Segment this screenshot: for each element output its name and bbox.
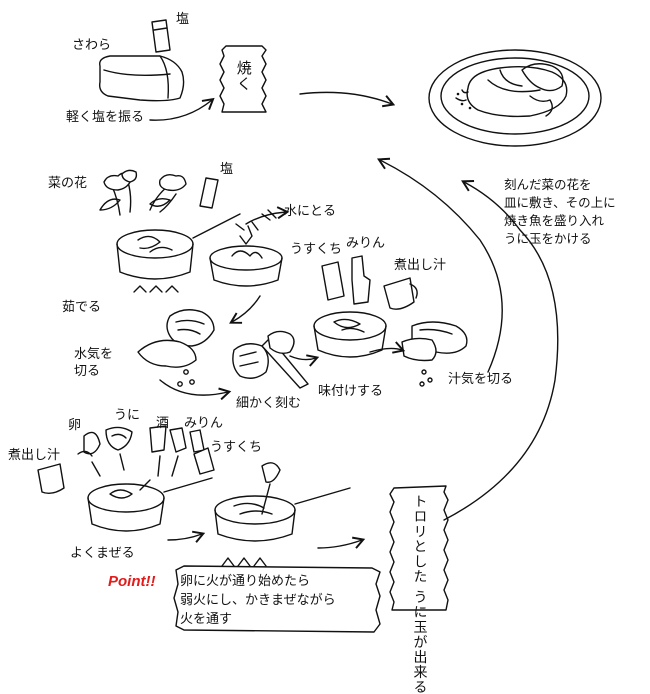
water-bowl-icon (209, 209, 283, 287)
label-salt-1: 塩 (176, 12, 190, 27)
egg-icon (77, 431, 101, 457)
label-usukuchi-1: うすくち (290, 242, 343, 257)
finished-dish-icon (428, 49, 602, 147)
knife-chop-icon (232, 330, 309, 389)
point-note-line: 卵に火が通り始めたら (180, 574, 311, 589)
serving-note-line: うに玉をかける (504, 231, 592, 247)
serving-note-line: 皿に敷き、その上に (504, 195, 616, 211)
point-label: Point!! (108, 573, 156, 590)
arrow-season-to-drain (369, 341, 406, 354)
dashi-pitcher-2-icon (37, 463, 65, 495)
arrow-water-to-squeeze (229, 295, 261, 324)
seasoning-pot-icon (313, 311, 387, 358)
hands-squeeze-icon (137, 309, 215, 387)
label-result: トロリとした うに玉が出来る (410, 494, 428, 694)
label-squeeze-water-2: 切る (74, 364, 101, 379)
soy-sauce-bottle-2-icon (193, 447, 215, 475)
arrow-fish-to-grill (149, 97, 215, 121)
result-line: トロリとした (411, 494, 428, 584)
dashi-pitcher-icon (383, 277, 418, 310)
arrow-squeeze-to-chop (159, 379, 232, 401)
point-note: 卵に火が通り始めたら 弱火にし、かきまぜながら 火を通す (180, 573, 336, 630)
arrow-chop-to-season (289, 354, 320, 367)
pot-boiling-icon (116, 213, 241, 293)
label-egg: 卵 (68, 418, 82, 433)
label-sake: 酒 (156, 416, 170, 431)
salt-shaker-2-icon (199, 177, 219, 209)
label-nanohana: 菜の花 (48, 176, 88, 191)
label-usukuchi-2: うすくち (210, 440, 263, 455)
label-squeeze-water: 水気を (74, 347, 114, 362)
illustration-layer (37, 19, 602, 633)
label-chop: 細かく刻む (236, 396, 302, 411)
recipe-diagram: さわら 塩 軽く塩を振る 焼く 菜の花 塩 水にとる 茹でる 水気を 切る 細か… (8, 12, 616, 694)
label-season: 味付けする (318, 384, 384, 399)
label-dashi-2: 煮出し汁 (8, 448, 61, 463)
point-note-line: 弱火にし、かきまぜながら (180, 592, 336, 608)
label-mix: よくまぜる (70, 546, 135, 561)
serving-note-line: 刻んだ菜の花を (504, 177, 592, 192)
hand-drain-icon (401, 321, 468, 387)
label-sawara: さわら (72, 38, 112, 53)
nanohana-flower-icon (99, 169, 187, 216)
arrow-cook-to-result (317, 536, 366, 549)
uni-dish-icon (105, 426, 133, 451)
label-mirin-2: みりん (184, 416, 224, 431)
label-drain: 汁気を切る (448, 372, 514, 387)
label-boil: 茹でる (62, 300, 102, 315)
arrow-mix-to-cook (167, 530, 206, 543)
label-mirin-1: みりん (346, 236, 386, 251)
point-note-line: 火を通す (180, 611, 233, 627)
mixing-bowl-icon (87, 477, 213, 532)
label-uni: うに (114, 408, 141, 423)
serving-note: 刻んだ菜の花を 皿に敷き、その上に 焼き魚を盛り入れ うに玉をかける (504, 176, 616, 249)
mirin-bottle-icon (351, 255, 371, 305)
label-salt-2: 塩 (220, 162, 234, 177)
serving-note-line: 焼き魚を盛り入れ (504, 213, 605, 229)
point-box (173, 565, 381, 633)
cooking-pan-icon (214, 462, 351, 567)
label-sprinkle-salt: 軽く塩を振る (66, 110, 145, 125)
sake-cup-icon (149, 425, 167, 453)
arrow-to-water (245, 206, 290, 225)
soy-sauce-bottle-icon (321, 261, 345, 301)
arrow-nanohana-to-dish (376, 157, 503, 373)
label-into-water: 水にとる (284, 204, 337, 219)
result-line: うに玉が出来る (411, 589, 428, 694)
grill-box (219, 45, 267, 113)
arrow-custard-to-dish (443, 180, 559, 521)
label-dashi-1: 煮出し汁 (394, 258, 447, 273)
pour-lines (91, 453, 179, 477)
mirin-bottle-2-icon (169, 427, 205, 453)
label-grill: 焼く (234, 60, 253, 92)
sawara-fish-icon (98, 55, 185, 102)
salt-shaker-icon (151, 19, 171, 53)
arrow-grill-to-dish (299, 91, 396, 108)
